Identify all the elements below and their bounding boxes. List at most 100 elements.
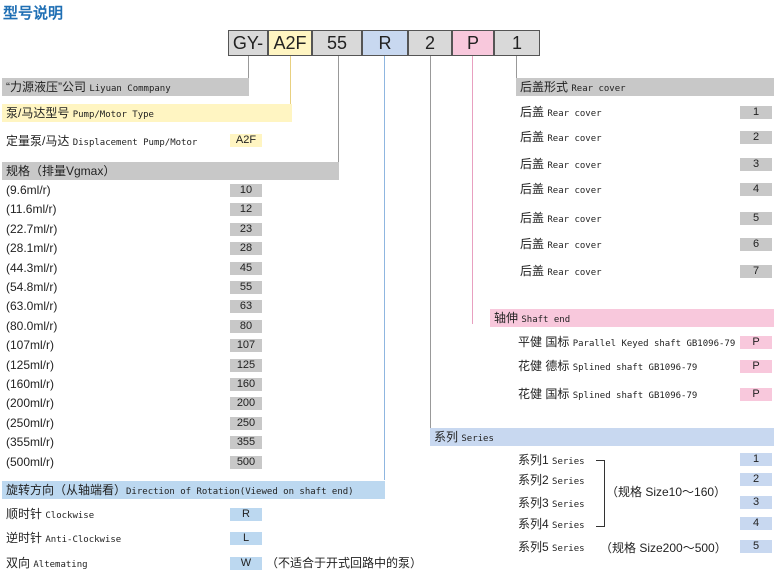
row-label: (9.6ml/r) [6,183,51,197]
row-label: 后盖 [520,157,545,171]
spec-row-value: 12 [230,203,262,217]
row-label-en: Altemating [33,560,88,570]
row-label-en: Splined shaft GB1096-79 [572,391,698,401]
rotation-row-label: 顺时针 Clockwise [6,506,94,524]
row-label-en: Rear cover [547,215,602,225]
rear-cover-row-value: 2 [740,131,772,144]
row-label: (107ml/r) [6,338,55,353]
code-type: A2F [268,30,312,56]
code-rear: 1 [494,30,540,56]
spec-row-value: 45 [230,261,262,275]
spec-row-value: 28 [230,242,262,256]
code-series: 2 [408,30,452,56]
spec-header: 规格（排量Vgmax） [2,162,339,180]
code-shaft: P [452,30,494,56]
row-label: 花健 德标 [518,359,570,373]
series-header: 系列 Series [430,428,774,446]
row-label-en: Rear cover [547,186,602,196]
row-label-en: Clockwise [45,511,95,521]
displacement-value: A2F [230,134,262,147]
series-note-a: （规格 Size10～160） [606,485,727,499]
spec-row-value: 107 [230,339,262,353]
row-label-en: Rear cover [547,268,602,278]
row-label: 后盖 [520,130,545,144]
shaft-end-row-label: 花健 德标 Splined shaft GB1096-79 [518,358,697,376]
spec-row-value: 160 [230,378,262,391]
series-row-value: 4 [740,517,772,530]
rear-cover-row-label: 后盖 Rear cover [520,129,602,147]
rear-cover-row-value: 7 [740,265,772,278]
shaft-end-header: 轴伸 Shaft end [490,309,774,327]
connector-line [472,56,473,324]
series-note-b: （规格 Size200～500） [600,541,727,555]
code-prefix: GY- [228,30,268,56]
row-label: (54.8ml/r) [6,280,58,294]
row-label-en: Series [552,477,585,487]
row-label: (63.0ml/r) [6,299,58,314]
row-label: (160ml/r) [6,377,55,391]
rear-cover-row-label: 后盖 Rear cover [520,210,602,228]
row-label: (500ml/r) [6,454,55,469]
rotation-header: 旋转方向（从轴端看）Direction of Rotation(Viewed o… [2,481,385,499]
row-label-en: Series [552,544,585,554]
displacement-label: 定量泵/马达 Displacement Pump/Motor [6,134,198,148]
rear-cover-row-value: 3 [740,158,772,171]
row-label: (355ml/r) [6,435,55,450]
row-label-en: Rear cover [547,241,602,251]
spec-row-value: 80 [230,319,262,333]
row-label: (250ml/r) [6,415,55,430]
rear-cover-row-label: 后盖 Rear cover [520,236,602,254]
series-row-label: 系列2 Series [518,472,585,490]
row-label: 系列1 [518,453,549,467]
shaft-end-row-label: 平健 国标 Parallel Keyed shaft GB1096-79 [518,334,735,352]
spec-row-value: 500 [230,455,262,469]
rear-cover-row-label: 后盖 Rear cover [520,181,602,199]
spec-row-value: 55 [230,281,262,294]
row-label-en: Series [552,457,585,467]
spec-row-label: (44.3ml/r) [6,260,57,276]
row-label-en: Rear cover [547,109,602,119]
series-row-value: 2 [740,473,772,486]
code-rotation: R [362,30,408,56]
rear-cover-row-label: 后盖 Rear cover [520,263,602,281]
row-label-en: Rear cover [547,161,602,171]
row-label: 后盖 [520,264,545,278]
spec-row-label: (500ml/r) [6,454,54,470]
pump-type-header: 泵/马达型号 Pump/Motor Type [2,104,292,122]
connector-line [248,56,249,78]
series-row-value: 1 [740,453,772,466]
spec-row-label: (54.8ml/r) [6,279,57,295]
company-header: “力源液压”公司 Liyuan Commpany [2,78,249,96]
row-label: 系列2 [518,473,549,487]
connector-line [338,56,339,162]
series-row-label: 系列5 Series [518,539,585,557]
spec-row-value: 200 [230,397,262,411]
series-row-label: 系列3 Series [518,495,585,513]
row-label: 花健 国标 [518,387,570,401]
series-row-value: 5 [740,540,772,553]
connector-line [430,56,431,428]
connector-line [516,56,517,78]
spec-row-value: 125 [230,358,262,372]
rotation-row-value: W [230,557,262,570]
spec-row-label: (250ml/r) [6,415,54,431]
spec-row-value: 10 [230,184,262,197]
row-label-en: Rear cover [547,134,602,144]
row-label-en: Parallel Keyed shaft GB1096-79 [572,339,736,349]
row-label: 双向 [6,556,31,570]
row-label: (80.0ml/r) [6,318,58,333]
shaft-end-row-value: P [740,388,772,401]
rear-cover-row-label: 后盖 Rear cover [520,104,602,122]
page-title: 型号说明 [3,5,64,22]
row-label-en: Series [552,500,585,510]
row-label: (44.3ml/r) [6,260,58,275]
spec-row-label: (355ml/r) [6,434,54,450]
row-label: 后盖 [520,237,545,251]
row-label-en: Splined shaft GB1096-79 [572,363,698,373]
spec-row-label: (9.6ml/r) [6,182,51,198]
shaft-end-row-value: P [740,336,772,349]
rear-cover-header: 后盖形式 Rear cover [516,78,774,96]
connector-line [290,56,291,104]
rotation-row-label: 逆时针 Anti-Clockwise [6,530,121,548]
shaft-end-row-label: 花健 国标 Splined shaft GB1096-79 [518,386,697,404]
